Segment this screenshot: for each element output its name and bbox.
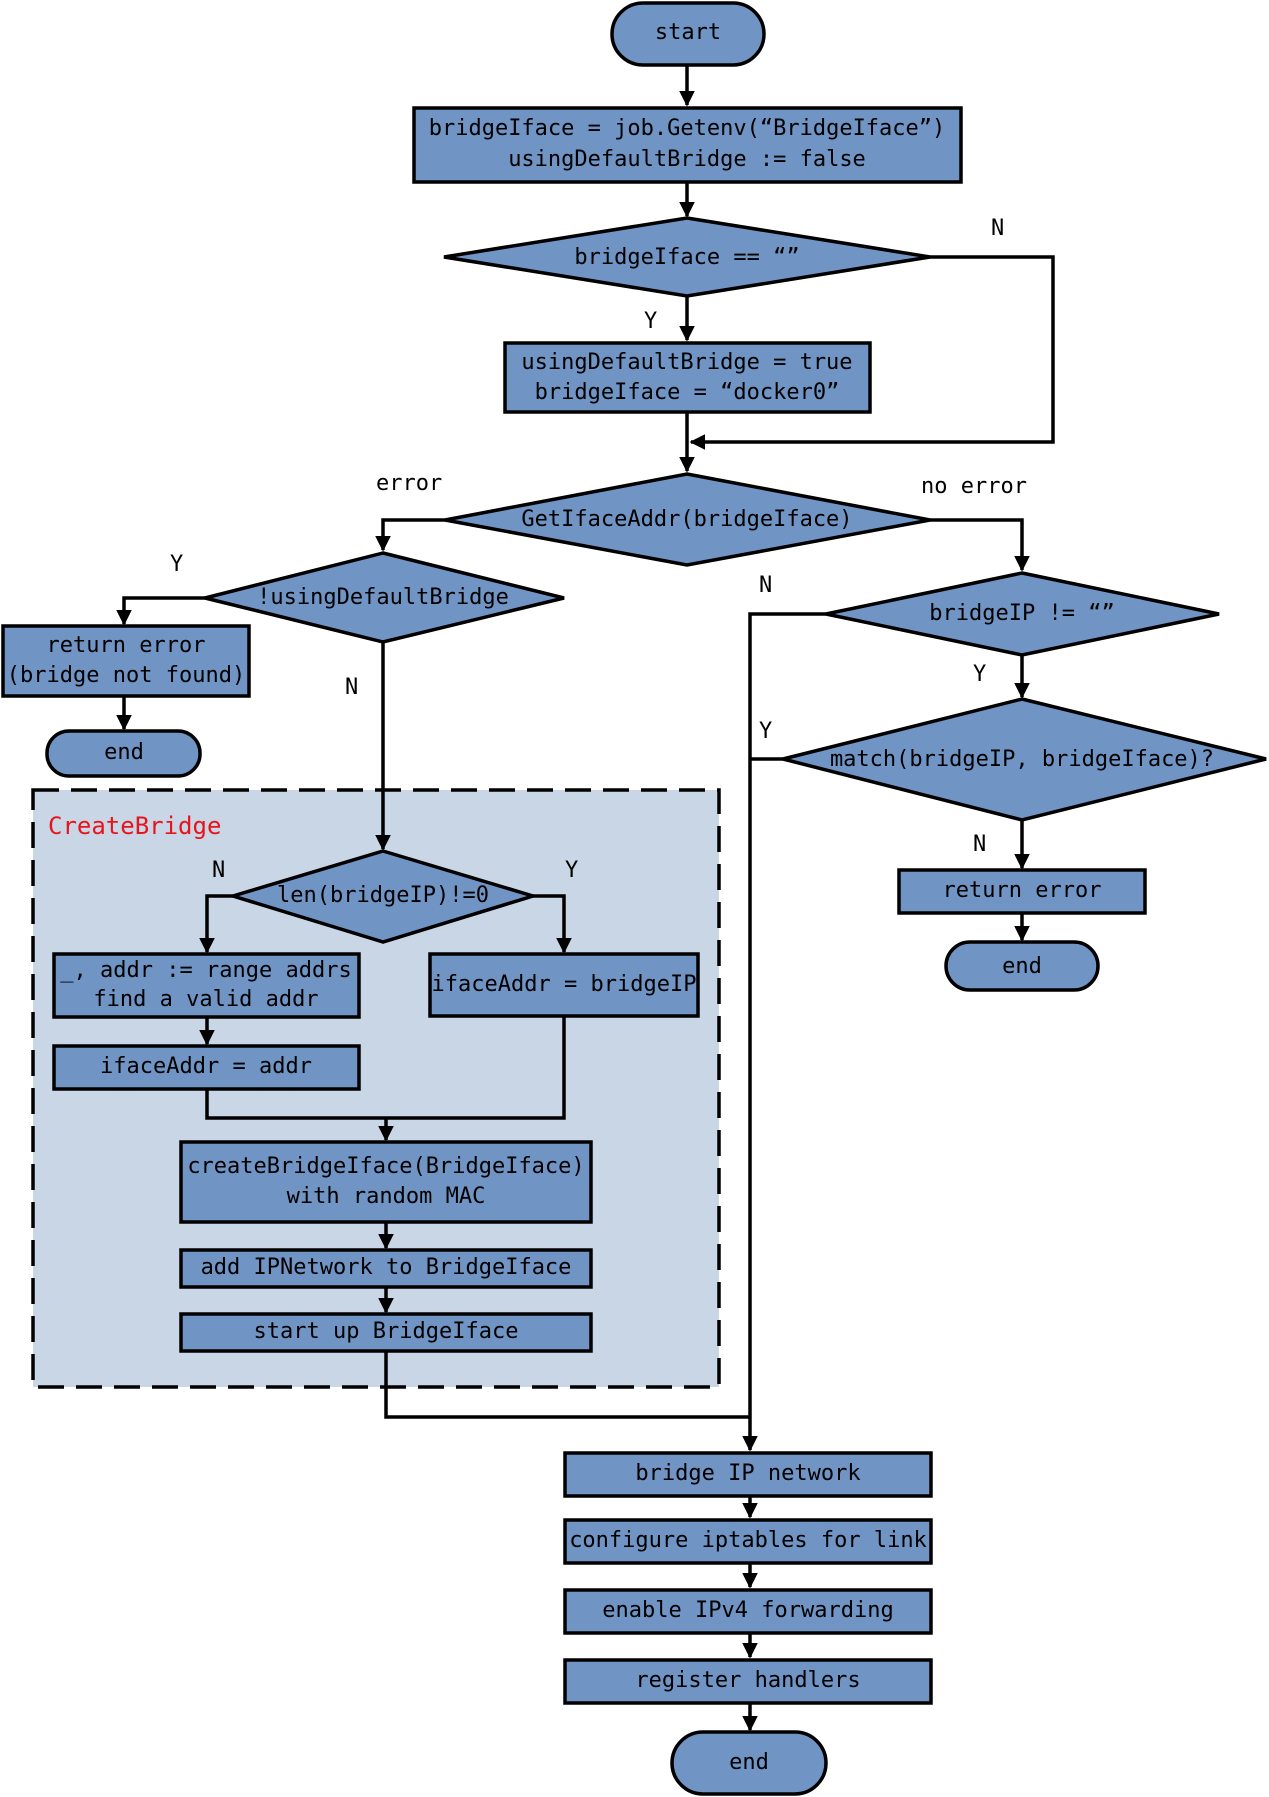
node-range-addrs-line1: _, addr := range addrs [60,958,351,983]
label-bridge-ip-no: N [759,573,772,598]
edge-notdefault-yes [116,596,205,626]
node-iface-addr-bridgeip: ifaceAddr = bridgeIP [428,952,700,1018]
node-iface-addr-addr: ifaceAddr = addr [52,1044,361,1091]
decision-match-label: match(bridgeIP, bridgeIface)? [830,747,1214,772]
node-enable-ipv4-label: enable IPv4 forwarding [602,1598,893,1623]
edges [116,65,1055,1732]
label-match-yes: Y [759,719,772,744]
node-start: start [610,1,766,67]
node-bridge-ip-network-label: bridge IP network [635,1461,860,1486]
label-get-addr-no-error: no error [921,474,1027,499]
edge-check-no [689,255,1055,450]
decision-len-label: len(bridgeIP)!=0 [277,883,489,908]
label-check-empty-no: N [991,216,1004,241]
group-label: CreateBridge [48,812,221,840]
node-enable-ipv4: enable IPv4 forwarding [563,1588,933,1635]
node-return-not-found: return error (bridge not found) [1,624,251,698]
decision-len: len(bridgeIP)!=0 [226,849,540,944]
node-return-not-found-line2: (bridge not found) [7,663,245,688]
node-start-up-label: start up BridgeIface [254,1319,519,1344]
label-len-yes: Y [565,858,578,883]
decision-not-default: !usingDefaultBridge [204,551,565,644]
decision-check-empty: bridgeIface == “” [443,216,931,298]
node-add-ipnetwork: add IPNetwork to BridgeIface [179,1248,593,1289]
node-start-up: start up BridgeIface [179,1312,593,1353]
node-create-bridge-line2: with random MAC [287,1184,486,1209]
decision-get-addr: GetIfaceAddr(bridgeIface) [444,472,931,567]
node-set-default: usingDefaultBridge = true bridgeIface = … [503,341,872,414]
node-bridge-ip-network: bridge IP network [563,1451,933,1498]
node-range-addrs-line2: find a valid addr [93,987,318,1012]
node-end-left: end [45,729,202,778]
node-register-handlers: register handlers [563,1658,933,1705]
node-iface-addr-bridgeip-label: ifaceAddr = bridgeIP [432,972,697,997]
label-len-no: N [212,858,225,883]
edge-labels: N Y error no error Y N N Y Y N N Y [170,216,1027,883]
node-init-line1: bridgeIface = job.Getenv(“BridgeIface”) [429,116,946,141]
node-add-ipnetwork-label: add IPNetwork to BridgeIface [201,1255,572,1280]
node-configure-iptables-label: configure iptables for link [569,1528,927,1553]
label-get-addr-error: error [376,471,442,496]
node-register-handlers-label: register handlers [635,1668,860,1693]
edge-getaddr-noerror [930,518,1030,572]
node-return-error: return error [897,868,1147,915]
node-init: bridgeIface = job.Getenv(“BridgeIface”) … [412,106,963,184]
node-end-left-label: end [104,740,144,765]
edge-startup-network [384,1351,750,1419]
node-return-error-label: return error [943,878,1102,903]
node-set-default-line1: usingDefaultBridge = true [521,350,852,375]
decision-match: match(bridgeIP, bridgeIface)? [782,697,1267,822]
decision-bridge-ip-label: bridgeIP != “” [929,601,1114,626]
label-bridge-ip-yes: Y [973,662,986,687]
edge-bridgeip-no [742,612,826,1452]
node-end-right-label: end [1002,954,1042,979]
node-end-bottom-label: end [729,1750,769,1775]
node-end-right: end [944,940,1100,992]
edge-len-yes [533,894,572,954]
node-start-label: start [655,20,721,45]
edge-getaddr-error [375,518,445,552]
node-init-line2: usingDefaultBridge := false [508,147,866,172]
edge-len-no [199,894,233,954]
node-range-addrs: _, addr := range addrs find a valid addr [52,952,361,1019]
node-create-bridge-line1: createBridgeIface(BridgeIface) [187,1154,584,1179]
node-iface-addr-addr-label: ifaceAddr = addr [100,1054,312,1079]
decision-bridge-ip: bridgeIP != “” [825,571,1220,657]
label-match-no: N [973,832,986,857]
node-return-not-found-line1: return error [47,633,206,658]
label-check-empty-yes: Y [644,309,657,334]
decision-get-addr-label: GetIfaceAddr(bridgeIface) [521,507,852,532]
node-end-bottom: end [670,1730,828,1796]
label-not-default-no: N [345,675,358,700]
node-set-default-line2: bridgeIface = “docker0” [535,380,840,405]
label-not-default-yes: Y [170,552,183,577]
node-create-bridge: createBridgeIface(BridgeIface) with rand… [179,1140,593,1224]
decision-check-empty-label: bridgeIface == “” [574,245,799,270]
node-configure-iptables: configure iptables for link [563,1518,933,1565]
decision-not-default-label: !usingDefaultBridge [257,585,509,610]
